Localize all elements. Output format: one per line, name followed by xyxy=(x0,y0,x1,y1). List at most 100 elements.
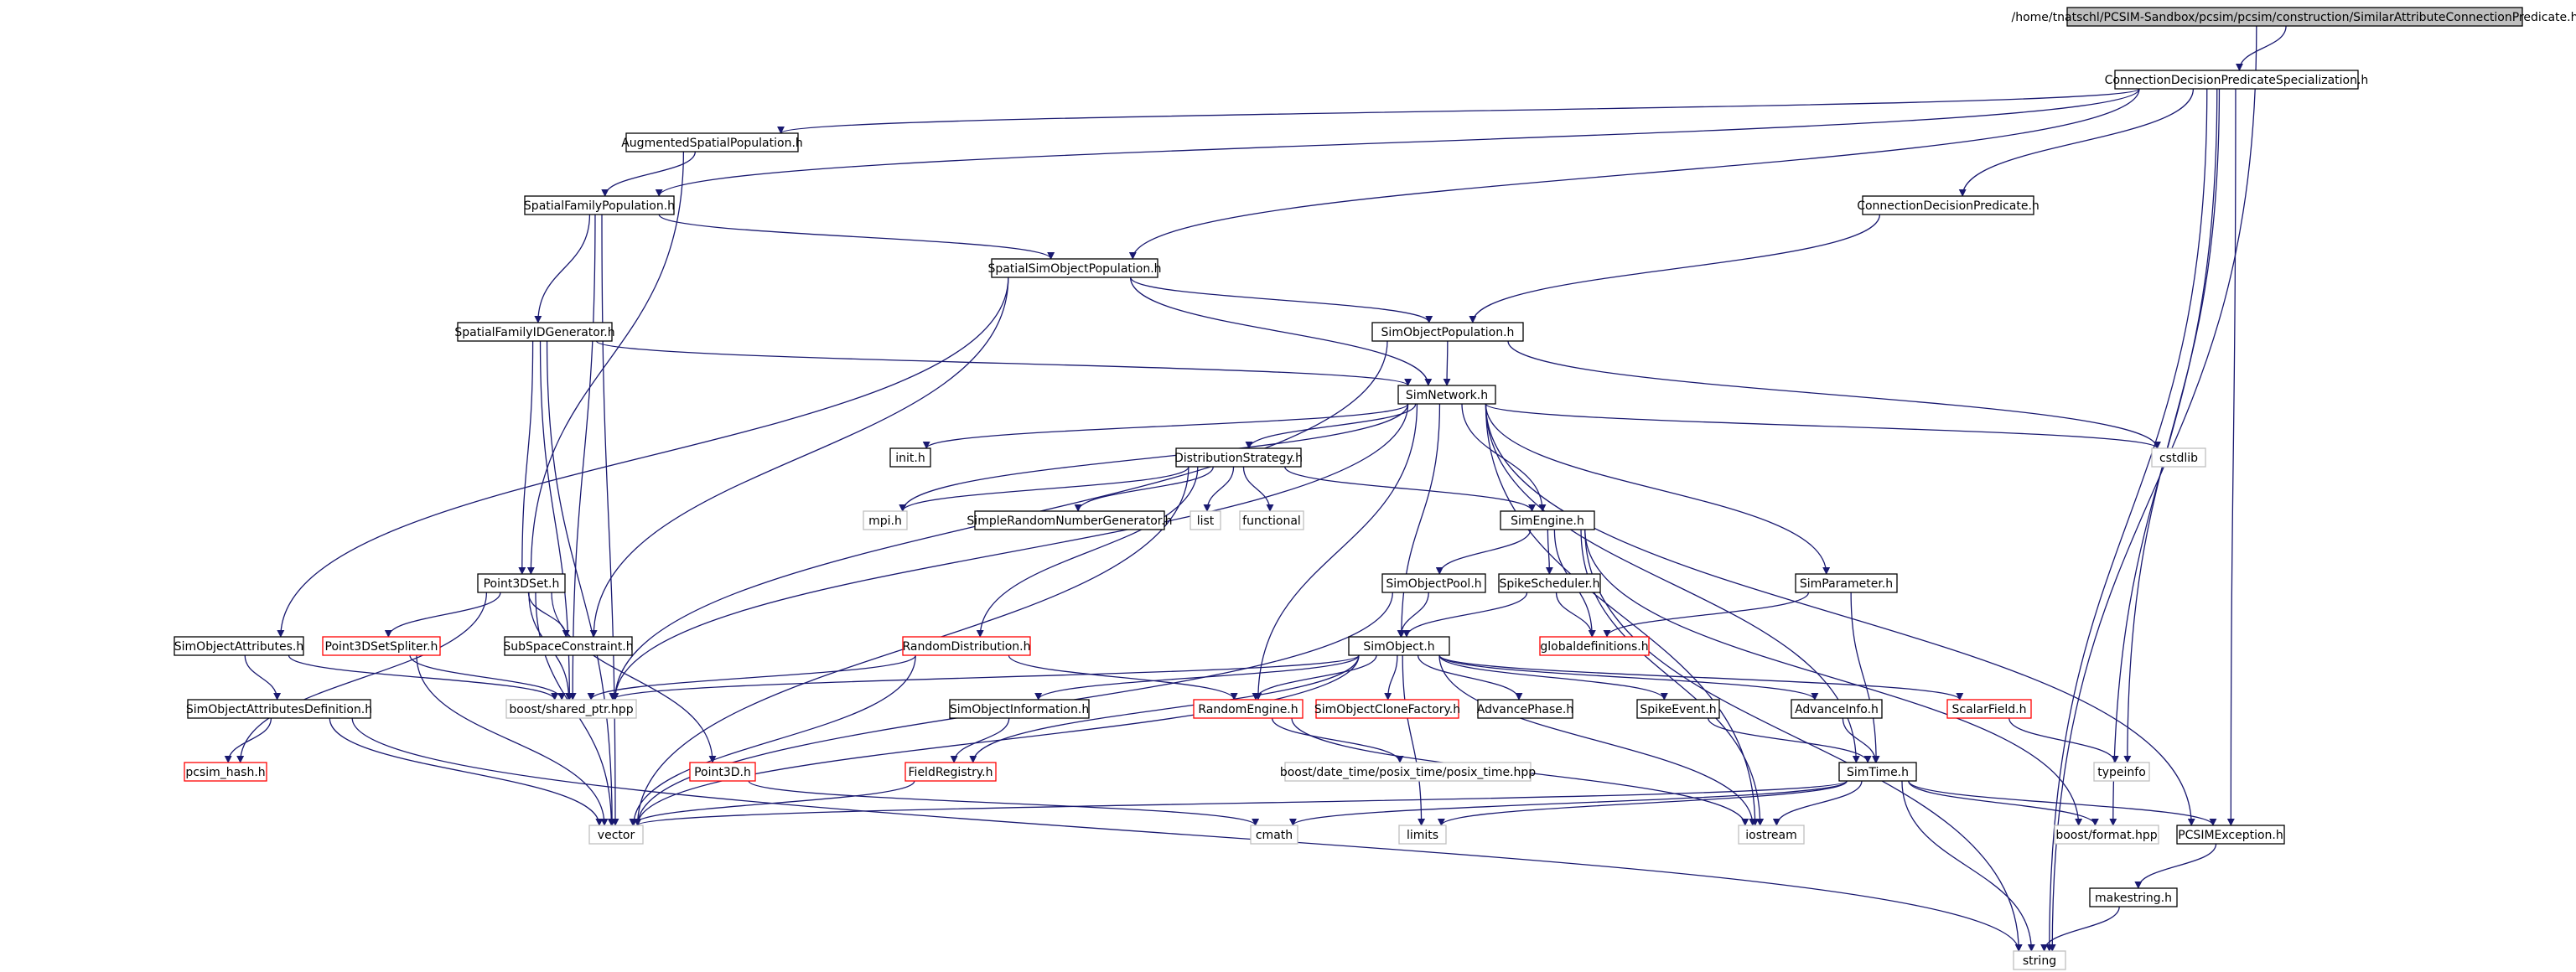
node-box xyxy=(2013,950,2066,970)
edge-cdp-to-sop xyxy=(1469,214,1881,323)
node-box xyxy=(863,510,908,530)
node-box xyxy=(1193,699,1304,719)
node-soa[interactable]: SimObjectAttributes.h xyxy=(174,636,304,656)
node-ssched[interactable]: SpikeScheduler.h xyxy=(1498,573,1601,593)
edge-simobj-to-reng xyxy=(1252,654,1377,701)
edge-ssop-to-soa xyxy=(277,277,1009,638)
node-label: list xyxy=(1197,514,1215,528)
node-cdp[interactable]: ConnectionDecisionPredicate.h xyxy=(1857,195,2040,215)
node-cdps[interactable]: ConnectionDecisionPredicateSpecializatio… xyxy=(2105,70,2369,90)
node-ssc[interactable]: SubSpaceConstraint.h xyxy=(503,636,634,656)
node-ssop[interactable]: SpatialSimObjectPopulation.h xyxy=(987,258,1162,278)
edge-soad-to-string xyxy=(351,717,2023,952)
node-mpi: mpi.h xyxy=(863,510,908,530)
edge-seng-to-string xyxy=(1584,529,2023,952)
node-sev[interactable]: SpikeEvent.h xyxy=(1636,699,1720,719)
node-label: Point3D.h xyxy=(694,766,751,779)
node-srng[interactable]: SimpleRandomNumberGenerator.h xyxy=(967,510,1173,530)
edge-sparam-to-stime xyxy=(1850,592,1880,763)
node-label: SimParameter.h xyxy=(1800,577,1893,591)
node-box xyxy=(1838,762,1917,782)
node-reng[interactable]: RandomEngine.h xyxy=(1193,699,1304,719)
node-label: SpatialFamilyPopulation.h xyxy=(524,199,675,213)
node-label: string xyxy=(2023,954,2056,968)
edge-simobj-to-aphase xyxy=(1417,654,1523,701)
node-p3dspl[interactable]: Point3DSetSpliter.h xyxy=(322,636,441,656)
edge-soad-to-phash xyxy=(224,717,272,763)
node-cmath: cmath xyxy=(1250,825,1298,845)
node-label: SimTime.h xyxy=(1847,766,1909,779)
node-box xyxy=(2093,762,2150,782)
edge-seng-to-ssched xyxy=(1545,529,1553,575)
node-seng[interactable]: SimEngine.h xyxy=(1500,510,1595,530)
node-p3ds[interactable]: Point3DSet.h xyxy=(477,573,566,593)
node-ds[interactable]: DistributionStrategy.h xyxy=(1174,447,1303,468)
node-box xyxy=(174,636,304,656)
node-gdef[interactable]: globaldefinitions.h xyxy=(1539,636,1650,656)
node-label: functional xyxy=(1242,514,1301,528)
node-box xyxy=(1190,510,1221,530)
edge-sfield-to-typeinfo xyxy=(2008,717,2119,763)
edge-simobj-to-sev xyxy=(1438,654,1668,701)
node-limits: limits xyxy=(1398,825,1447,845)
node-label: SimObjectPopulation.h xyxy=(1381,326,1515,339)
node-label: SimEngine.h xyxy=(1511,514,1584,528)
node-root[interactable]: /home/tnatschl/PCSIM-Sandbox/pcsim/pcsim… xyxy=(2012,7,2576,27)
node-box xyxy=(1381,573,1486,593)
node-list: list xyxy=(1190,510,1221,530)
node-box xyxy=(1862,195,2034,215)
node-bsp: boost/shared_ptr.hpp xyxy=(505,699,637,719)
node-label: SimObject.h xyxy=(1363,640,1434,654)
node-soinfo[interactable]: SimObjectInformation.h xyxy=(949,699,1090,719)
node-snet[interactable]: SimNetwork.h xyxy=(1397,385,1496,405)
edge-snet-to-pcsimexc xyxy=(1485,403,2195,826)
node-init[interactable]: init.h xyxy=(889,447,931,468)
edge-ssop-to-sop xyxy=(1130,277,1433,323)
node-phash[interactable]: pcsim_hash.h xyxy=(184,762,267,782)
node-box xyxy=(904,762,997,782)
edge-cdps-to-sfp xyxy=(655,88,2140,197)
node-aphase[interactable]: AdvancePhase.h xyxy=(1477,699,1573,719)
node-box xyxy=(689,762,756,782)
node-sfield[interactable]: ScalarField.h xyxy=(1946,699,2032,719)
node-label: ScalarField.h xyxy=(1951,703,2026,716)
node-functional: functional xyxy=(1239,510,1304,530)
node-typeinfo: typeinfo xyxy=(2093,762,2150,782)
edge-simobj-to-sfield xyxy=(1438,654,1964,701)
node-label: SimNetwork.h xyxy=(1406,389,1488,402)
node-sopool[interactable]: SimObjectPool.h xyxy=(1381,573,1486,593)
node-mkstr[interactable]: makestring.h xyxy=(2089,887,2178,907)
node-sop[interactable]: SimObjectPopulation.h xyxy=(1371,322,1524,342)
edge-cdps-to-pcsimexc xyxy=(2226,88,2237,826)
node-p3d[interactable]: Point3D.h xyxy=(689,762,756,782)
edge-reng-to-bdt xyxy=(1271,717,1404,763)
edge-ssop-to-ssc xyxy=(589,277,1009,638)
node-stime[interactable]: SimTime.h xyxy=(1838,762,1917,782)
node-label: SpatialSimObjectPopulation.h xyxy=(987,262,1161,276)
node-rdist[interactable]: RandomDistribution.h xyxy=(902,636,1031,656)
node-label: globaldefinitions.h xyxy=(1540,640,1648,654)
node-sfig[interactable]: SpatialFamilyIDGenerator.h xyxy=(454,322,615,342)
node-box xyxy=(1795,573,1898,593)
node-sparam[interactable]: SimParameter.h xyxy=(1795,573,1898,593)
node-soad[interactable]: SimObjectAttributesDefinition.h xyxy=(186,699,372,719)
edge-stime-to-bfmt xyxy=(1908,780,2099,826)
node-box xyxy=(1315,699,1459,719)
node-label: PCSIMException.h xyxy=(2178,829,2283,842)
node-asp[interactable]: AugmentedSpatialPopulation.h xyxy=(621,132,803,153)
node-pcsimexc[interactable]: PCSIMException.h xyxy=(2176,825,2285,845)
node-freg[interactable]: FieldRegistry.h xyxy=(904,762,997,782)
node-label: typeinfo xyxy=(2097,766,2146,779)
node-socf[interactable]: SimObjectCloneFactory.h xyxy=(1314,699,1460,719)
node-sfp[interactable]: SpatialFamilyPopulation.h xyxy=(524,195,675,215)
edge-simobj-to-limits xyxy=(1402,654,1426,826)
node-label: boost/date_time/posix_time/posix_time.hp… xyxy=(1280,766,1536,779)
node-label: AdvancePhase.h xyxy=(1477,703,1573,716)
node-box xyxy=(1284,762,1532,782)
node-simobj[interactable]: SimObject.h xyxy=(1348,636,1450,656)
node-box xyxy=(1738,825,1805,845)
node-ainfo[interactable]: AdvanceInfo.h xyxy=(1791,699,1883,719)
edge-ds-to-list xyxy=(1203,466,1235,512)
node-label: SimObjectAttributes.h xyxy=(174,640,303,654)
node-bfmt: boost/format.hpp xyxy=(2054,825,2159,845)
